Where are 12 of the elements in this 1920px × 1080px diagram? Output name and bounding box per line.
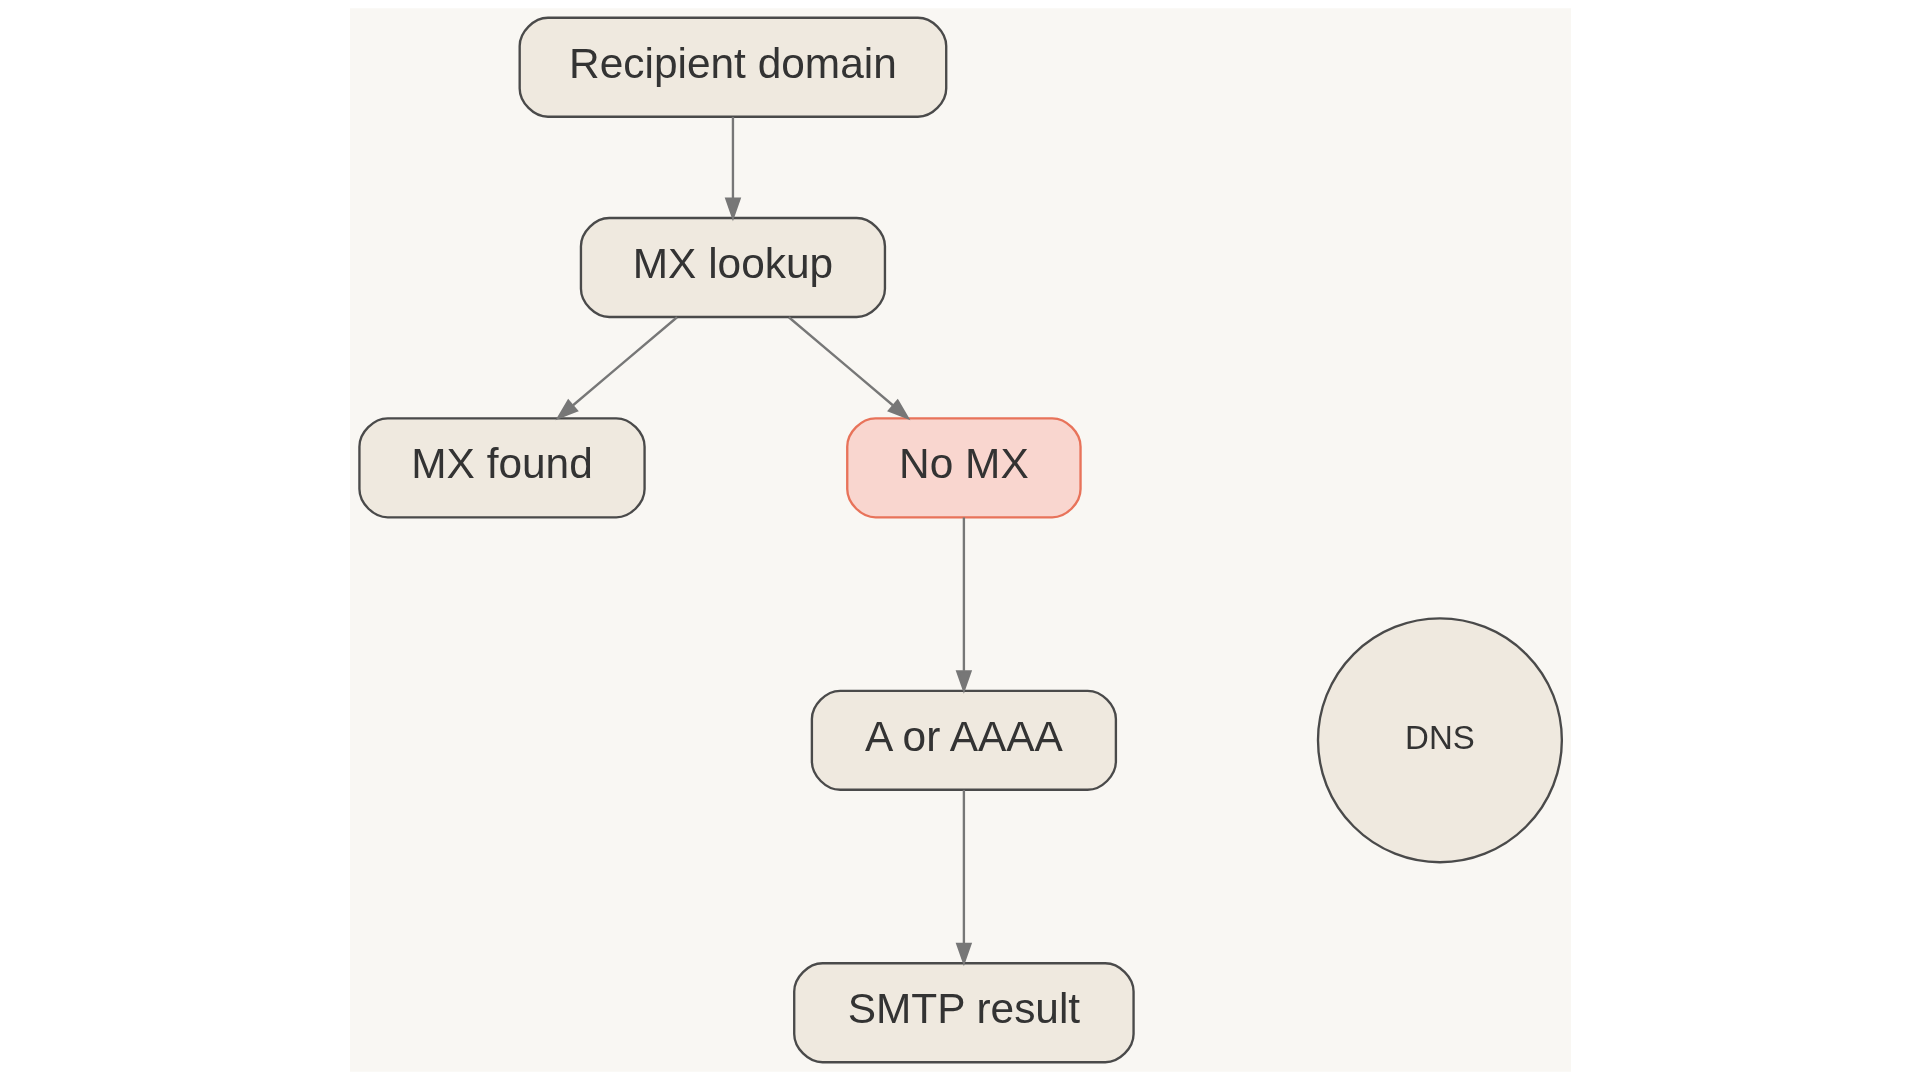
node-box: Recipient domain (518, 16, 947, 118)
node-box: No MX (845, 417, 1082, 519)
arrow (787, 316, 910, 421)
node-box: MX found (357, 417, 646, 519)
node-box: SMTP result (792, 962, 1135, 1064)
node-box: A or AAAA (810, 689, 1117, 791)
arrow (955, 517, 972, 694)
label: DNS (1404, 719, 1475, 757)
arrow (955, 789, 972, 967)
node-box: MX lookup (579, 216, 886, 319)
arrow (724, 116, 741, 222)
arrow (554, 316, 678, 421)
